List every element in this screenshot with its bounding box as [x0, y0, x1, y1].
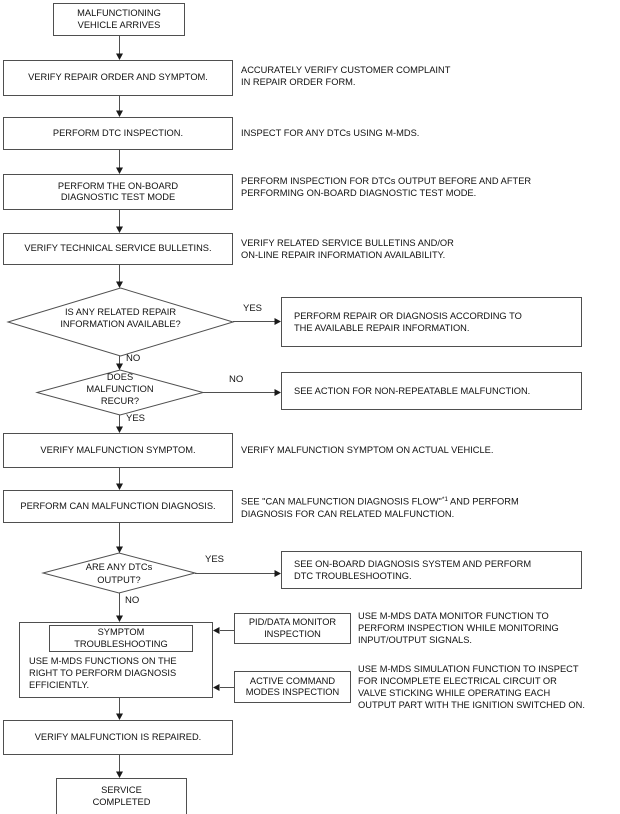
perform-repair-diagnosis-box: PERFORM REPAIR OR DIAGNOSIS ACCORDING TO… — [281, 297, 582, 347]
decision-malfunction-recur-yes-label: YES — [126, 413, 146, 424]
decision-dtcs-output-no-label: NO — [125, 595, 140, 606]
verify-service-bulletins-note: VERIFY RELATED SERVICE BULLETINS AND/OR … — [241, 238, 454, 260]
verify-malfunction-symptom-note: VERIFY MALFUNCTION SYMPTOM ON ACTUAL VEH… — [241, 445, 494, 455]
decision-malfunction-recur-no-label: NO — [229, 374, 244, 385]
decision-repair-info-label: IS ANY RELATED REPAIR INFORMATION AVAILA… — [60, 307, 181, 329]
decision-repair-info-diamond — [6, 287, 235, 357]
active-command-modes-note: USE M-MDS SIMULATION FUNCTION TO INSPECT… — [358, 664, 585, 710]
pid-data-monitor-note: USE M-MDS DATA MONITOR FUNCTION TO PERFO… — [358, 611, 559, 645]
verify-service-bulletins-box: VERIFY TECHNICAL SERVICE BULLETINS. — [3, 233, 233, 265]
pid-data-monitor-box: PID/DATA MONITOR INSPECTION — [234, 613, 351, 644]
on-board-diagnostic-test-note: PERFORM INSPECTION FOR DTCs OUTPUT BEFOR… — [241, 176, 532, 198]
verify-repaired-box: VERIFY MALFUNCTION IS REPAIRED. — [3, 720, 233, 755]
on-board-diagnostic-test-box: PERFORM THE ON-BOARD DIAGNOSTIC TEST MOD… — [3, 174, 233, 210]
vertical-flow-arrows — [116, 35, 123, 778]
on-board-diagnosis-system-box: SEE ON-BOARD DIAGNOSIS SYSTEM AND PERFOR… — [281, 551, 582, 589]
start-node: MALFUNCTIONING VEHICLE ARRIVES — [53, 3, 185, 36]
decision-dtcs-output-label: ARE ANY DTCs OUTPUT? — [85, 562, 153, 585]
symptom-troubleshooting-body: USE M-MDS FUNCTIONS ON THE RIGHT TO PERF… — [29, 656, 177, 690]
verify-malfunction-symptom-box: VERIFY MALFUNCTION SYMPTOM. — [3, 433, 233, 468]
verify-repair-order-box: VERIFY REPAIR ORDER AND SYMPTOM. — [3, 60, 233, 96]
decision-malfunction-recur-label: DOES MALFUNCTION RECUR? — [86, 372, 154, 406]
perform-can-diagnosis-box: PERFORM CAN MALFUNCTION DIAGNOSIS. — [3, 490, 233, 523]
can-note-text-cont: AND PERFORM — [447, 496, 519, 507]
active-command-modes-box: ACTIVE COMMAND MODES INSPECTION — [234, 671, 351, 703]
perform-can-diagnosis-note: SEE "CAN MALFUNCTION DIAGNOSIS FLOW"*1 A… — [241, 494, 519, 520]
can-note-footnote-marker: *1 — [441, 496, 448, 503]
perform-dtc-inspection-note: INSPECT FOR ANY DTCs USING M-MDS. — [241, 128, 420, 138]
perform-dtc-inspection-box: PERFORM DTC INSPECTION. — [3, 117, 233, 150]
verify-repair-order-note: ACCURATELY VERIFY CUSTOMER COMPLAINT IN … — [241, 65, 451, 87]
decision-repair-info-no-label: NO — [126, 353, 141, 364]
decision-repair-info-yes-label: YES — [243, 303, 263, 314]
branch-arrows — [195, 318, 281, 691]
end-node: SERVICE COMPLETED — [56, 778, 187, 814]
non-repeatable-malfunction-box: SEE ACTION FOR NON-REPEATABLE MALFUNCTIO… — [281, 372, 582, 410]
can-note-text: SEE "CAN MALFUNCTION DIAGNOSIS FLOW" — [241, 496, 442, 507]
symptom-troubleshooting-title-box: SYMPTOM TROUBLESHOOTING — [49, 625, 193, 652]
decision-dtcs-output-yes-label: YES — [205, 554, 225, 565]
can-note-line2: DIAGNOSIS FOR CAN RELATED MALFUNCTION. — [241, 508, 455, 519]
